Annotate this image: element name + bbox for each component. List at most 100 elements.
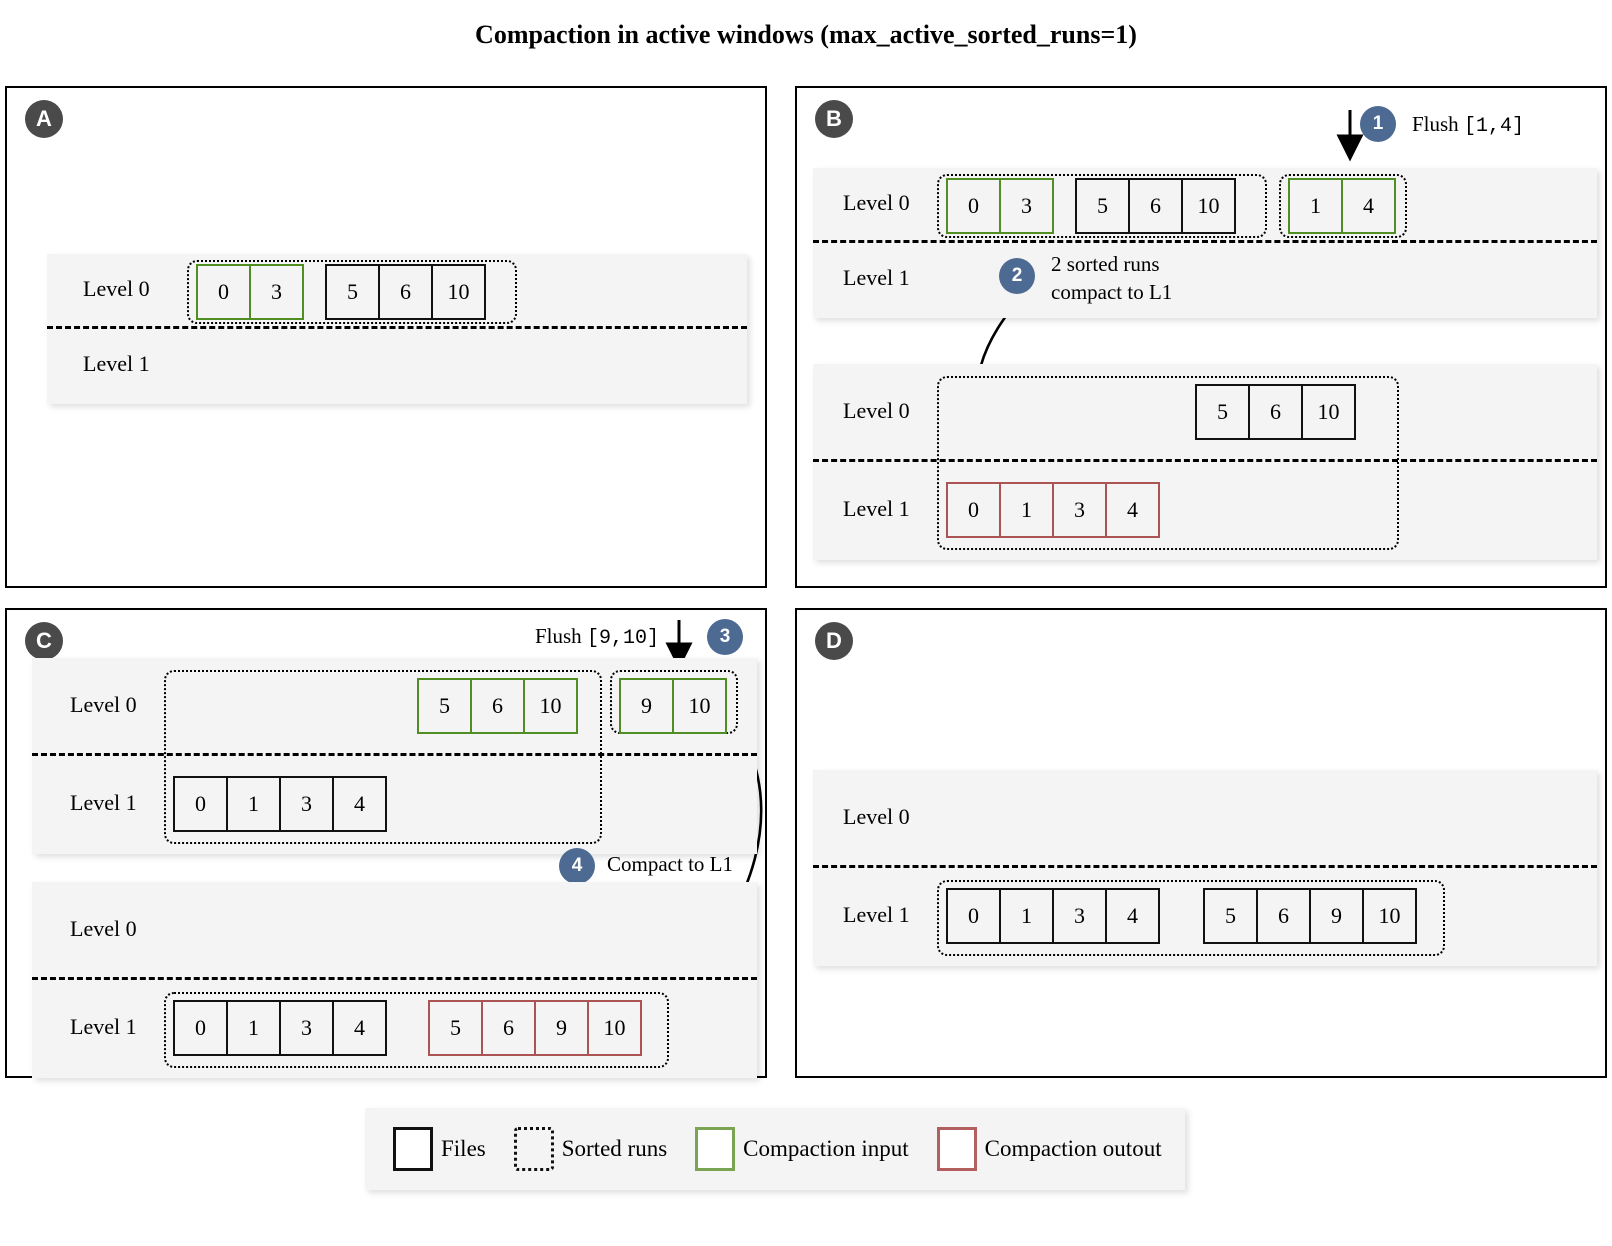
file-cell: 5: [1203, 888, 1258, 944]
level-label-l0: Level 0: [843, 398, 910, 423]
panel-c: C Flush [9,10] 3 Level 0 Level 1 5 6 10: [5, 608, 767, 1078]
file-cell: 5: [417, 678, 472, 734]
level-block-c-2: Level 0 Level 1 0 1 3 4 5 6 9 10: [32, 882, 757, 1078]
run-compaction-output: 5 6 9 10: [428, 1000, 642, 1056]
panel-badge-b: B: [815, 100, 853, 138]
file-cell: 10: [672, 678, 727, 734]
file-cell: 9: [619, 678, 674, 734]
level-block-c-1: Level 0 Level 1 5 6 10 9 10 0 1 3 4: [32, 658, 757, 854]
legend-label: Files: [441, 1136, 486, 1161]
file-cell: 5: [1075, 178, 1130, 234]
level-row-l1: Level 1: [32, 756, 757, 854]
legend-item-sorted-runs: Sorted runs: [513, 1127, 668, 1171]
run-files: 5 6 10: [1195, 384, 1356, 440]
file-cell: 6: [378, 264, 433, 320]
file-cell: 6: [1248, 384, 1303, 440]
step-label-2: 2 sorted runs compact to L1: [1051, 250, 1172, 307]
step-label-2-line1: 2 sorted runs: [1051, 252, 1160, 276]
file-cell: 6: [470, 678, 525, 734]
level-row-l0: Level 0: [32, 658, 757, 756]
file-cell: 9: [534, 1000, 589, 1056]
file-cell: 0: [946, 888, 1001, 944]
flush-arg: [1,4]: [1463, 115, 1524, 138]
file-cell: 10: [1301, 384, 1356, 440]
legend-item-compaction-output: Compaction outout: [936, 1127, 1162, 1171]
level-label-l0: Level 0: [70, 692, 137, 717]
file-cell: 0: [946, 178, 1001, 234]
flush-arg: [9,10]: [586, 627, 659, 650]
file-cell: 10: [587, 1000, 642, 1056]
run-files: 5 6 10: [325, 264, 486, 320]
file-cell: 10: [431, 264, 486, 320]
file-cell: 5: [325, 264, 380, 320]
level-label-l0: Level 0: [83, 276, 150, 301]
level-row-l0: Level 0: [813, 168, 1597, 243]
level-block-a-1: Level 0 Level 1 0 3 5 6 10: [47, 254, 747, 404]
file-cell: 6: [1128, 178, 1183, 234]
legend-item-compaction-input: Compaction input: [695, 1127, 909, 1171]
level-label-l0: Level 0: [843, 804, 910, 829]
file-cell: 10: [1362, 888, 1417, 944]
run-compaction-input-flushed: 9 10: [619, 678, 727, 734]
level-block-b-1: Level 0 Level 1 0 3 5 6 10 1 4 2 2 sorte…: [813, 168, 1597, 318]
level-row-l0: Level 0: [813, 364, 1597, 462]
legend-item-files: Files: [393, 1127, 486, 1171]
run-files: 5 6 10: [1075, 178, 1236, 234]
run-files: 0 1 3 4: [946, 888, 1160, 944]
run-files: 0 1 3 4: [173, 776, 387, 832]
file-cell: 0: [173, 776, 228, 832]
page-title: Compaction in active windows (max_active…: [475, 20, 1137, 49]
legend-label: Compaction input: [743, 1136, 909, 1161]
file-cell: 3: [999, 178, 1054, 234]
legend: Files Sorted runs Compaction input Compa…: [365, 1108, 1185, 1190]
step-label-2-line2: compact to L1: [1051, 280, 1173, 305]
step-label-1: Flush [1,4]: [1412, 110, 1524, 140]
run-files: 5 6 9 10: [1203, 888, 1417, 944]
compaction-output-swatch-icon: [936, 1127, 977, 1171]
step-label-4: Compact to L1: [607, 852, 733, 876]
compaction-input-swatch-icon: [695, 1127, 736, 1171]
level-row-l1: Level 1: [32, 980, 757, 1078]
run-compaction-input: 5 6 10: [417, 678, 578, 734]
level-label-l1: Level 1: [70, 1014, 137, 1039]
sorted-runs-swatch-icon: [513, 1127, 554, 1171]
file-cell: 4: [1105, 482, 1160, 538]
file-cell: 1: [999, 888, 1054, 944]
panel-a: A Level 0 Level 1 0 3 5 6 10: [5, 86, 767, 588]
file-cell: 0: [196, 264, 251, 320]
file-cell: 9: [1309, 888, 1364, 944]
file-cell: 6: [1256, 888, 1311, 944]
level-block-b-2: Level 0 Level 1 5 6 10 0 1 3 4: [813, 364, 1597, 560]
file-cell: 5: [1195, 384, 1250, 440]
file-cell: 1: [226, 776, 281, 832]
level-label-l1: Level 1: [843, 265, 910, 290]
level-row-l0: Level 0: [47, 254, 747, 329]
legend-label: Sorted runs: [561, 1136, 668, 1161]
file-cell: 0: [946, 482, 1001, 538]
step-badge-2: 2: [999, 258, 1035, 294]
level-row-l1: Level 1: [813, 462, 1597, 560]
file-cell: 0: [173, 1000, 228, 1056]
run-compaction-input: 0 3: [946, 178, 1054, 234]
file-cell: 5: [428, 1000, 483, 1056]
files-swatch-icon: [393, 1127, 433, 1171]
level-label-l1: Level 1: [843, 496, 910, 521]
file-cell: 6: [481, 1000, 536, 1056]
file-cell: 4: [1105, 888, 1160, 944]
file-cell: 4: [1341, 178, 1396, 234]
level-row-l0: Level 0: [813, 770, 1597, 868]
run-compaction-output: 0 1 3 4: [946, 482, 1160, 538]
level-label-l1: Level 1: [70, 790, 137, 815]
level-row-l1: Level 1: [47, 329, 747, 404]
file-cell: 4: [332, 1000, 387, 1056]
run-compaction-input-flushed: 1 4: [1288, 178, 1396, 234]
file-cell: 1: [999, 482, 1054, 538]
panel-badge-d: D: [815, 622, 853, 660]
level-label-l1: Level 1: [843, 902, 910, 927]
level-row-l1: Level 1: [813, 868, 1597, 966]
level-row-l0: Level 0: [32, 882, 757, 980]
file-cell: 3: [1052, 482, 1107, 538]
panel-d: D Level 0 Level 1 0 1 3 4 5 6 9 10: [795, 608, 1607, 1078]
panel-b: B 1 Flush [1,4] Level 0 Level 1 0 3: [795, 86, 1607, 588]
level-label-l1: Level 1: [83, 351, 150, 376]
